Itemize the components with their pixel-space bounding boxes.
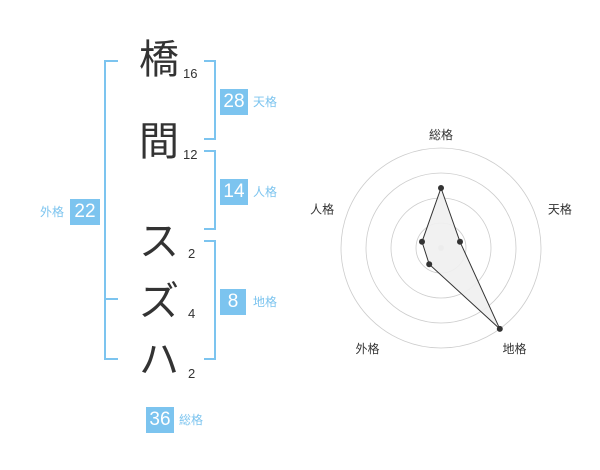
radar-axis-label-3: 地格 bbox=[502, 341, 526, 356]
tenkaku-label: 天格 bbox=[253, 95, 278, 109]
soukaku-value: 36 bbox=[146, 407, 174, 433]
radar-shape bbox=[421, 186, 501, 330]
name-char-1: 橋 bbox=[139, 37, 179, 83]
radar-point-人格 bbox=[419, 238, 425, 245]
gaikaku-bracket-vertical bbox=[104, 60, 106, 360]
radar-axis-label-4: 外格 bbox=[355, 341, 379, 356]
radar-ring-3 bbox=[365, 172, 517, 324]
name-char-2: 間 bbox=[139, 119, 179, 165]
radar-point-天格 bbox=[457, 238, 463, 245]
radar-axis-label-2: 天格 bbox=[548, 201, 572, 216]
stroke-count-1: 16 bbox=[183, 66, 198, 81]
radar-axis-label-1: 総格 bbox=[429, 127, 453, 142]
gaikaku-bracket-mid bbox=[104, 298, 118, 300]
stroke-count-3: 2 bbox=[188, 246, 196, 261]
stroke-count-5: 2 bbox=[188, 366, 196, 381]
radar-axis-label-5: 人格 bbox=[310, 201, 334, 216]
jinkaku-label: 人格 bbox=[253, 185, 278, 199]
radar-point-地格 bbox=[496, 325, 503, 332]
radar-points bbox=[419, 185, 503, 332]
radar-point-総格 bbox=[438, 185, 444, 191]
stroke-count-4: 4 bbox=[188, 306, 196, 321]
chikaku-value: 8 bbox=[220, 289, 246, 315]
gaikaku-bracket-top bbox=[104, 60, 118, 62]
radar-polygon bbox=[421, 186, 501, 330]
chikaku-label: 地格 bbox=[253, 295, 278, 309]
name-char-4: ズ bbox=[139, 279, 179, 325]
name-char-3: ス bbox=[139, 219, 179, 265]
gaikaku-bracket-bottom bbox=[104, 358, 118, 360]
soukaku-label: 総格 bbox=[179, 413, 204, 427]
tenkaku-value: 28 bbox=[220, 89, 248, 115]
gaikaku-value: 22 bbox=[70, 199, 100, 225]
radar-point-外格 bbox=[426, 261, 433, 268]
jinkaku-value: 14 bbox=[220, 179, 248, 205]
gaikaku-label: 外格 bbox=[40, 205, 65, 219]
radar-ring-4 bbox=[340, 147, 542, 349]
name-char-5: ハ bbox=[139, 337, 179, 383]
stroke-count-2: 12 bbox=[183, 147, 198, 162]
